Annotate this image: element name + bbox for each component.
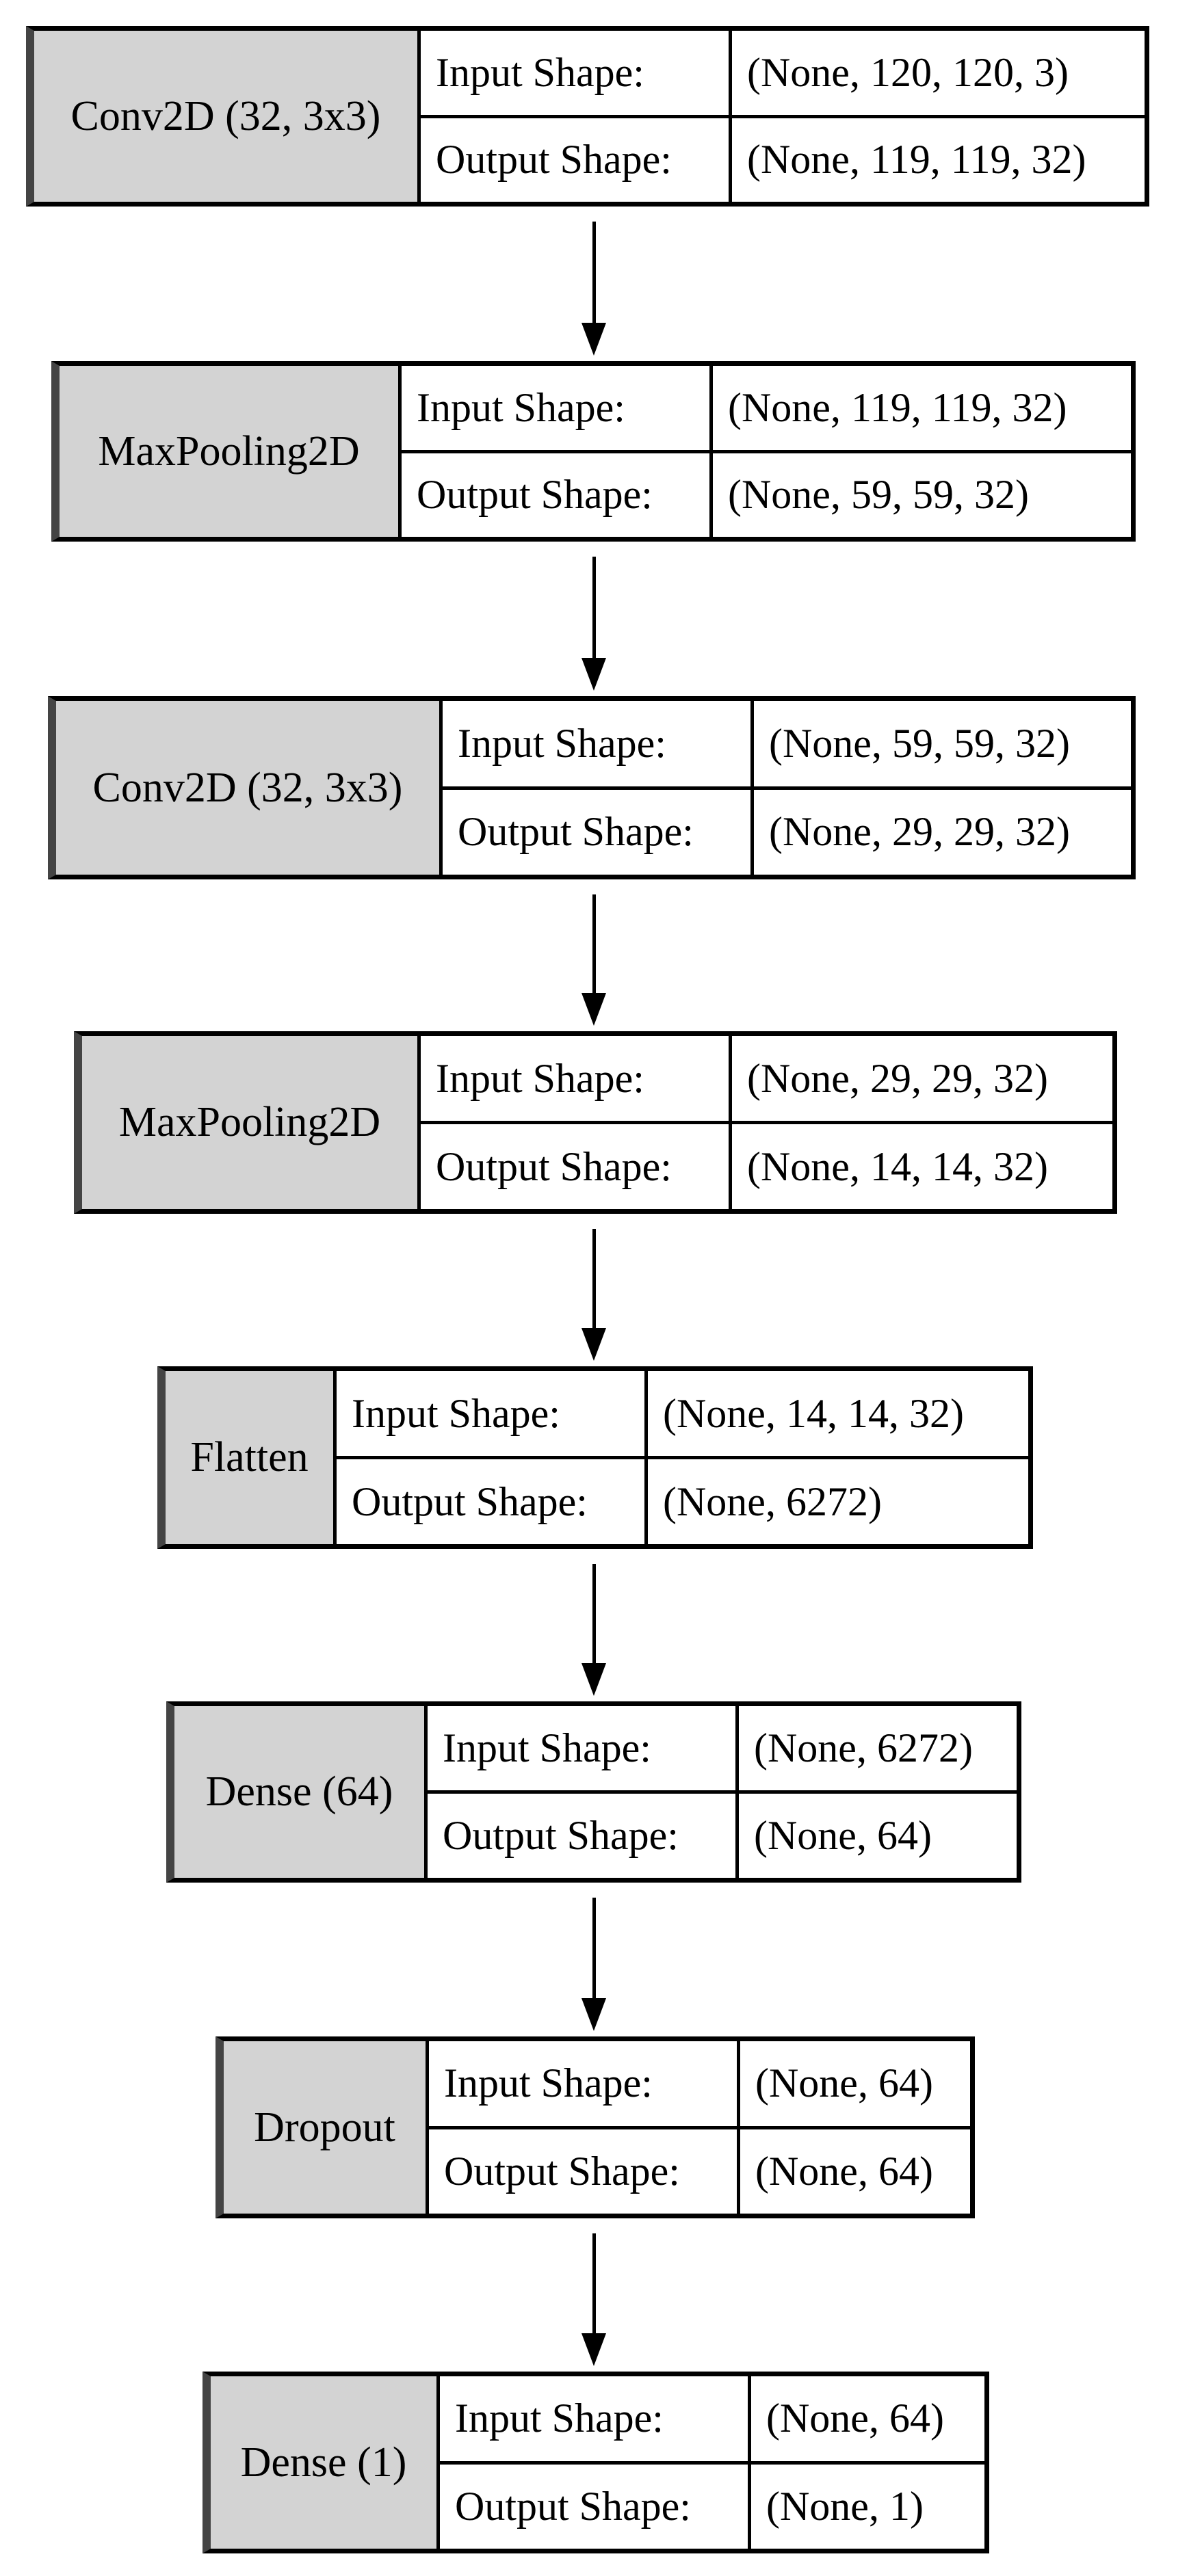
input-shape-value: (None, 120, 120, 3) [732,31,1145,118]
flow-arrow [582,557,606,691]
arrow-head-icon [582,1998,606,2031]
output-shape-value: (None, 29, 29, 32) [769,809,1070,855]
input-shape-value: (None, 59, 59, 32) [754,701,1131,790]
arrow-head-icon [582,1328,606,1361]
shape-label-column: Input Shape: Output Shape: [428,1706,739,1878]
layer-name: Conv2D (32, 3x3) [56,701,443,875]
input-shape-value: (None, 119, 119, 32) [713,366,1131,453]
output-shape-label: Output Shape: [352,1478,588,1524]
input-shape-label: Input Shape: [440,2376,748,2465]
input-shape-value: (None, 29, 29, 32) [732,1036,1112,1124]
shape-label-column: Input Shape: Output Shape: [443,701,754,875]
input-shape-value: (None, 64) [751,2376,984,2465]
input-shape-label: Input Shape: [402,366,709,453]
flow-arrow [582,222,606,356]
shape-label-column: Input Shape: Output Shape: [421,31,732,202]
arrow-shaft [592,894,596,998]
output-shape-value: (None, 64) [755,2148,933,2194]
output-shape-label: Output Shape: [436,137,672,183]
layer-name: Flatten [166,1371,337,1544]
arrow-head-icon [582,2333,606,2366]
shape-label-column: Input Shape: Output Shape: [429,2041,740,2214]
shape-label-column: Input Shape: Output Shape: [337,1371,648,1544]
output-shape-value: (None, 59, 59, 32) [728,472,1029,518]
output-shape-label: Output Shape: [455,2483,691,2529]
output-shape-value: (None, 14, 14, 32) [747,1143,1048,1189]
input-shape-label: Input Shape: [428,1706,735,1794]
flow-arrow [582,894,606,1026]
output-shape-label: Output Shape: [417,472,653,518]
shape-label-column: Input Shape: Output Shape: [421,1036,732,1209]
arrow-head-icon [582,993,606,1026]
arrow-shaft [592,1564,596,1669]
arrow-shaft [592,2233,596,2339]
input-shape-label: Input Shape: [337,1371,644,1459]
shape-value-column: (None, 120, 120, 3) (None, 119, 119, 32) [732,31,1145,202]
shape-value-column: (None, 119, 119, 32) (None, 59, 59, 32) [713,366,1131,537]
layer-name: MaxPooling2D [82,1036,421,1209]
shape-value-column: (None, 29, 29, 32) (None, 14, 14, 32) [732,1036,1112,1209]
output-shape-label: Output Shape: [444,2148,680,2194]
flow-arrow [582,1564,606,1696]
output-shape-value: (None, 6272) [663,1478,882,1524]
input-shape-value: (None, 14, 14, 32) [648,1371,1028,1459]
layer-name: MaxPooling2D [60,366,402,537]
layer-node: Dense (64)Input Shape: Output Shape: (None… [166,1701,1021,1883]
input-shape-value: (None, 6272) [739,1706,1017,1794]
layer-name: Dropout [224,2041,429,2214]
shape-label-column: Input Shape: Output Shape: [402,366,713,537]
output-shape-label: Output Shape: [458,809,694,855]
output-shape-label: Output Shape: [436,1143,672,1189]
layer-node: Conv2D (32, 3x3)Input Shape: Output Shape… [26,26,1149,207]
arrow-head-icon [582,323,606,356]
layer-name: Dense (1) [211,2376,440,2549]
layer-name: Dense (64) [174,1706,428,1878]
input-shape-label: Input Shape: [429,2041,737,2129]
arrow-shaft [592,1229,596,1333]
output-shape-label: Output Shape: [443,1813,679,1858]
layer-node: Dense (1)Input Shape: Output Shape: (None,… [202,2372,989,2553]
output-shape-value: (None, 64) [754,1813,932,1858]
input-shape-label: Input Shape: [443,701,750,790]
input-shape-label: Input Shape: [421,1036,729,1124]
shape-value-column: (None, 14, 14, 32) (None, 6272) [648,1371,1028,1544]
arrow-head-icon [582,658,606,691]
flow-arrow [582,1898,606,2031]
input-shape-value: (None, 64) [740,2041,970,2129]
arrow-shaft [592,1898,596,2004]
shape-value-column: (None, 6272) (None, 64) [739,1706,1017,1878]
shape-label-column: Input Shape: Output Shape: [440,2376,751,2549]
output-shape-value: (None, 1) [766,2483,924,2529]
arrow-shaft [592,557,596,663]
arrow-head-icon [582,1663,606,1696]
input-shape-label: Input Shape: [421,31,729,118]
shape-value-column: (None, 64) (None, 1) [751,2376,984,2549]
output-shape-value: (None, 119, 119, 32) [747,137,1086,183]
arrow-shaft [592,222,596,328]
shape-value-column: (None, 64) (None, 64) [740,2041,970,2214]
layer-name: Conv2D (32, 3x3) [34,31,421,202]
shape-value-column: (None, 59, 59, 32) (None, 29, 29, 32) [754,701,1131,875]
layer-node: Conv2D (32, 3x3)Input Shape: Output Shape… [48,696,1136,879]
flow-arrow [582,2233,606,2366]
flow-arrow [582,1229,606,1361]
